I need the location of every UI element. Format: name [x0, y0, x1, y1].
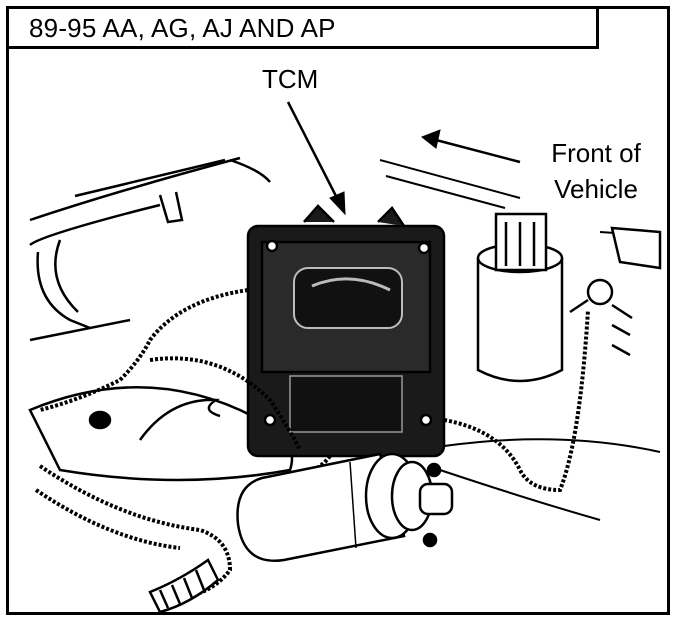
floor-lines	[439, 438, 661, 521]
front-label-line1: Front of	[551, 138, 641, 168]
right-connector	[569, 226, 662, 357]
front-label-line2: Vehicle	[554, 174, 638, 204]
fender-panel	[29, 156, 271, 342]
reservoir-canister	[476, 212, 564, 383]
front-of-vehicle-label: Front of Vehicle	[536, 135, 656, 207]
corrugated-hose	[148, 558, 220, 614]
title-box: 89-95 AA, AG, AJ AND AP	[9, 9, 599, 49]
solenoid-cylinder	[236, 452, 454, 562]
diagram-title: 89-95 AA, AG, AJ AND AP	[29, 13, 336, 43]
tcm-pointer-arrow	[286, 101, 346, 216]
tcm-label: TCM	[262, 64, 319, 94]
front-direction-arrow	[421, 129, 521, 164]
tcm-module	[246, 204, 446, 458]
